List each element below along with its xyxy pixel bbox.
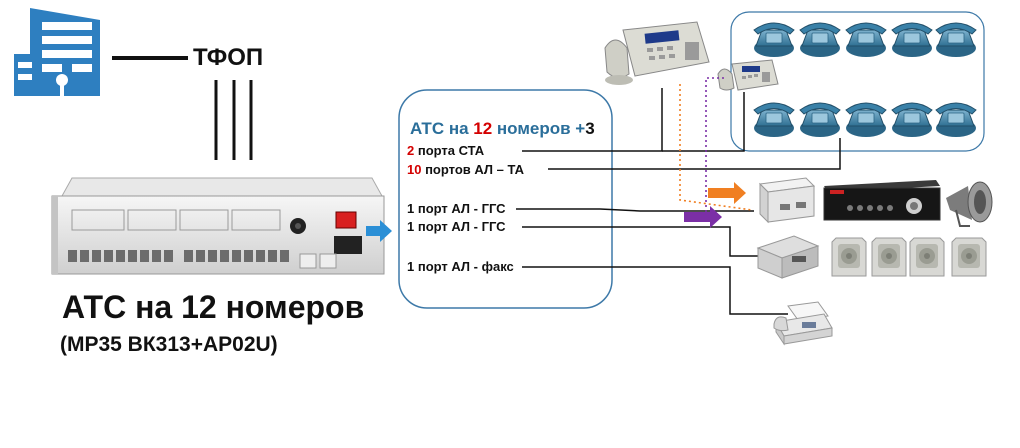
purple-arrow <box>684 206 722 228</box>
wall-speaker-icons <box>831 237 987 277</box>
port-label-sta: 2 порта СТА <box>407 143 484 158</box>
phone-icon <box>753 22 795 58</box>
wall-speaker-icon <box>831 237 867 277</box>
phone-icon <box>845 102 887 138</box>
module-box-icon <box>758 177 816 224</box>
system-phone-icon <box>717 59 779 91</box>
fax-icon <box>773 301 833 346</box>
port-text: порта СТА <box>414 143 485 158</box>
phone-icon <box>891 22 933 58</box>
box-title: АТС на 12 номеров +3 <box>410 119 595 139</box>
pbx-model: (МР35 ВК313+АР02U) <box>60 333 278 356</box>
horn-speaker-icon <box>946 181 993 227</box>
phone-icons <box>753 22 977 138</box>
pbx-caption: АТС на 12 номеров <box>62 289 365 325</box>
phone-icon <box>891 102 933 138</box>
cables <box>516 88 841 315</box>
pbx-capacity-box <box>398 89 613 309</box>
module-box-icon <box>756 235 820 279</box>
box-title-suffix: 3 <box>585 119 595 138</box>
phone-icon <box>799 22 841 58</box>
port-count: 2 <box>407 143 415 158</box>
phone-icon <box>935 22 977 58</box>
port-label-ggs-2: 1 порт АЛ - ГГС <box>407 219 506 234</box>
box-title-prefix: АТС на <box>410 119 474 138</box>
connection-arrow <box>366 220 392 242</box>
pbx-device <box>51 177 385 275</box>
system-phone-icon <box>604 21 710 85</box>
phone-icon <box>753 102 795 138</box>
port-count: 10 <box>407 162 422 177</box>
building-icon <box>14 8 100 96</box>
box-title-number: 12 <box>473 119 493 138</box>
port-label-al-ta: 10 портов АЛ – ТА <box>407 162 524 177</box>
phone-icon <box>845 22 887 58</box>
port-text: 1 порт АЛ - факс <box>407 259 514 274</box>
phone-icon <box>799 102 841 138</box>
dotted-cables <box>679 77 753 220</box>
port-label-ggs-1: 1 порт АЛ - ГГС <box>407 201 506 216</box>
wall-speaker-icon <box>951 237 987 277</box>
amplifier-icon <box>823 180 941 221</box>
orange-arrow <box>708 182 746 204</box>
box-title-middle: номеров + <box>492 119 586 138</box>
port-text: 1 порт АЛ - ГГС <box>407 219 506 234</box>
network-label: ТФОП <box>193 44 264 71</box>
port-text: портов АЛ – ТА <box>421 162 525 177</box>
port-text: 1 порт АЛ - ГГС <box>407 201 506 216</box>
trunk-lines <box>214 80 253 160</box>
wall-speaker-icon <box>909 237 945 277</box>
phone-icon <box>935 102 977 138</box>
wall-speaker-icon <box>871 237 907 277</box>
port-label-fax: 1 порт АЛ - факс <box>407 259 514 274</box>
